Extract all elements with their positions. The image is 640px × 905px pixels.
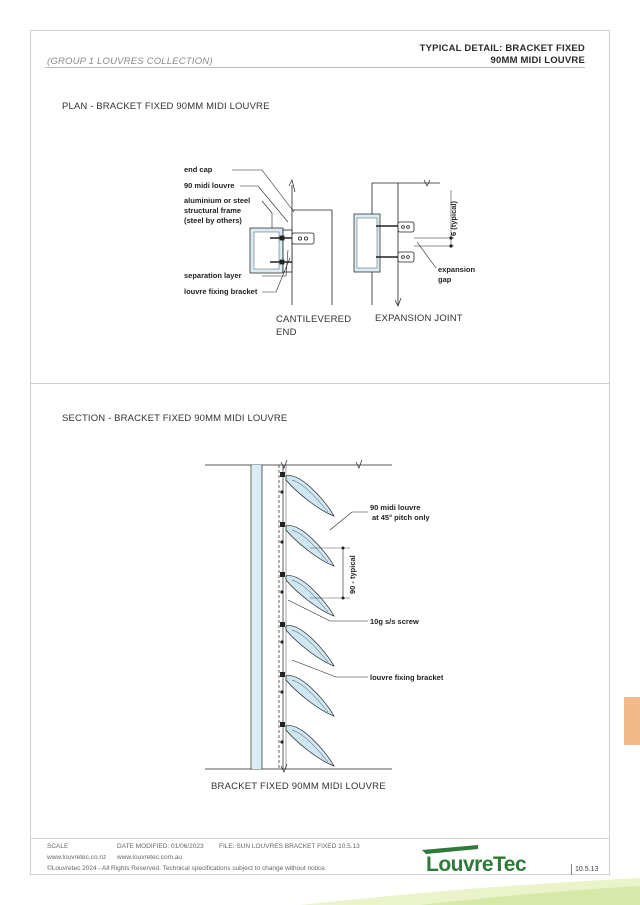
- louvre-blade: [285, 725, 335, 767]
- page-number: 10.5.13: [575, 866, 599, 873]
- plan-leaders: [232, 169, 295, 293]
- label-midi-louvre: 90 midi louvre: [184, 181, 234, 190]
- fixing-bracket: [280, 572, 285, 577]
- plan-drawing: end cap 90 midi louvre aluminium or stee…: [184, 165, 476, 307]
- screw: [280, 740, 284, 744]
- screw: [280, 590, 284, 594]
- footer-date: DATE MODIFIED: 01/06/2023: [117, 843, 204, 850]
- louvre-blade-web: [291, 579, 329, 613]
- section-heading: SECTION - BRACKET FIXED 90MM MIDI LOUVRE: [62, 413, 288, 424]
- footer-web-nz[interactable]: www.louvretec.co.nz: [47, 854, 107, 861]
- logo-text: LouvreTec: [426, 853, 527, 876]
- caption-section: BRACKET FIXED 90MM MIDI LOUVRE: [211, 781, 386, 792]
- plan-heading: PLAN - BRACKET FIXED 90MM MIDI LOUVRE: [62, 101, 270, 112]
- louvre-blade: [285, 625, 335, 667]
- fixing-bracket: [280, 672, 285, 677]
- footer-file: FILE: SUN LOUVRES BRACKET FIXED 10.5.13: [219, 843, 360, 850]
- break-marks: [288, 178, 431, 307]
- label-frame-3: (steel by others): [184, 216, 242, 225]
- label-separation: separation layer: [184, 271, 242, 280]
- section-divider: [30, 383, 610, 384]
- label-section-bracket: louvre fixing bracket: [370, 673, 444, 682]
- section-tab: [624, 697, 640, 745]
- fixing-bracket: [280, 472, 285, 477]
- label-typical: 6 (typical): [449, 200, 458, 236]
- label-frame-1: aluminium or steel: [184, 196, 250, 205]
- header-divider: [45, 67, 585, 68]
- label-section-pitch: 90 - typical: [348, 555, 357, 594]
- screw: [280, 490, 284, 494]
- label-expansion-2: gap: [438, 275, 452, 284]
- fixing-bracket: [280, 622, 285, 627]
- caption-cantilevered-1: CANTILEVERED: [276, 314, 352, 325]
- footer-copyright: ©Louvretec 2024 - All Rights Reserved. T…: [47, 865, 327, 872]
- louvre-blade-web: [291, 729, 329, 763]
- section-frame: [205, 459, 392, 773]
- screw: [280, 540, 284, 544]
- label-section-louvre-1: 90 midi louvre: [370, 503, 420, 512]
- label-section-louvre-2: at 45° pitch only: [372, 513, 430, 522]
- section-drawing: 90 midi louvre at 45° pitch only 90 - ty…: [205, 459, 444, 773]
- page-frame: [30, 30, 610, 875]
- louvre-blade: [285, 575, 335, 617]
- label-end-cap: end cap: [184, 165, 213, 174]
- label-bracket: louvre fixing bracket: [184, 287, 258, 296]
- louvre-blade: [285, 475, 335, 517]
- fixing-bracket: [280, 722, 285, 727]
- caption-expansion-joint: EXPANSION JOINT: [375, 313, 463, 324]
- louvre-blade-web: [291, 529, 329, 563]
- footer-divider: [30, 838, 610, 839]
- footer-scale: SCALE: [47, 843, 69, 850]
- louvre-blade-web: [291, 679, 329, 713]
- louvre-blade: [285, 675, 335, 717]
- section-leaders: [287, 511, 368, 678]
- title-line-2: 90MM MIDI LOUVRE: [490, 55, 585, 66]
- louvre-blades: [280, 472, 335, 767]
- caption-cantilevered-2: END: [276, 327, 297, 338]
- label-section-screw: 10g s/s screw: [370, 617, 419, 626]
- screw: [280, 690, 284, 694]
- page-number-divider: [571, 864, 572, 875]
- collection-subtitle: (GROUP 1 LOUVRES COLLECTION): [47, 56, 213, 67]
- footer-swoosh: [300, 878, 640, 905]
- louvre-blade-web: [291, 629, 329, 663]
- page-title: TYPICAL DETAIL: BRACKET FIXED 90MM MIDI …: [420, 43, 585, 67]
- label-frame-2: structural frame: [184, 206, 241, 215]
- louvretec-logo: LouvreTec: [422, 845, 527, 876]
- title-line-1: TYPICAL DETAIL: BRACKET FIXED: [419, 43, 585, 54]
- footer-web-au[interactable]: www.louvretec.com.au: [117, 854, 183, 861]
- fixing-bracket: [280, 522, 285, 527]
- label-expansion-1: expansion: [438, 265, 476, 274]
- expansion-joint-detail: [353, 182, 454, 305]
- cantilevered-end-detail: [249, 185, 333, 305]
- louvre-blade: [285, 525, 335, 567]
- screw: [280, 640, 284, 644]
- louvre-blade-web: [291, 479, 329, 513]
- caption-cantilevered: CANTILEVERED END: [276, 313, 351, 339]
